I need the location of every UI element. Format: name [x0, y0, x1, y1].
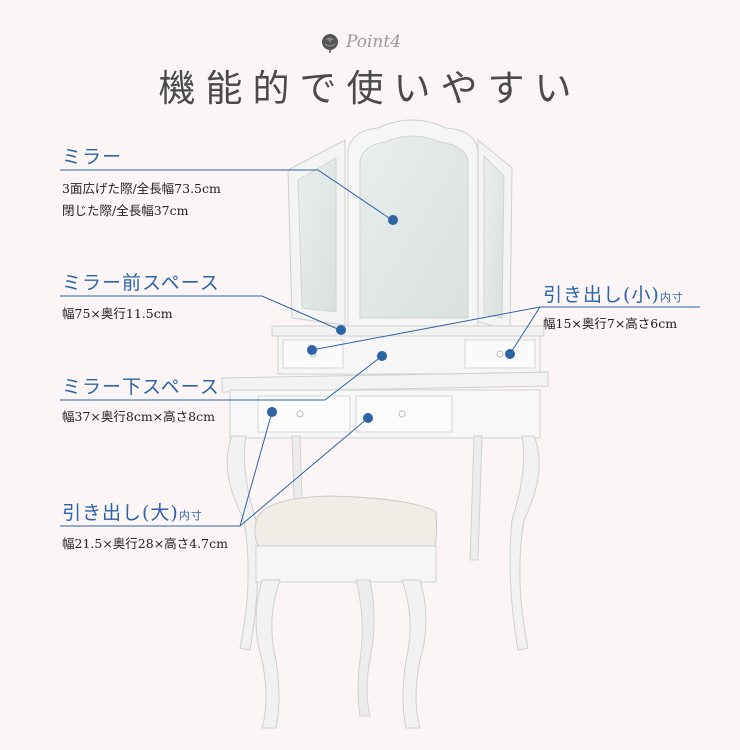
point-label: Point4 [346, 32, 402, 52]
spec-large-drawer: 幅21.5×奥行28×高さ4.7cm [62, 536, 228, 551]
spec-front-space: 幅75×奥行11.5cm [62, 306, 173, 321]
spec-under-space: 幅37×奥行8cm×高さ8cm [62, 409, 215, 424]
label-front-space: ミラー前スペース [62, 272, 220, 294]
spec-mirror: 3面広げた際/全長幅73.5cm 閉じた際/全長幅37cm [62, 181, 221, 218]
label-mirror: ミラー [62, 146, 123, 168]
label-small-drawer: 引き出し(小)内寸 [543, 284, 684, 306]
header: Point4 機能的で使いやすい [0, 0, 740, 110]
spec-small-drawer: 幅15×奥行7×高さ6cm [543, 316, 678, 331]
label-under-space: ミラー下スペース [62, 376, 220, 398]
rose-icon [322, 34, 338, 53]
page-title: 機能的で使いやすい [158, 67, 582, 110]
label-large-drawer: 引き出し(大)内寸 [62, 502, 203, 524]
point-badge: Point4 [318, 30, 401, 54]
